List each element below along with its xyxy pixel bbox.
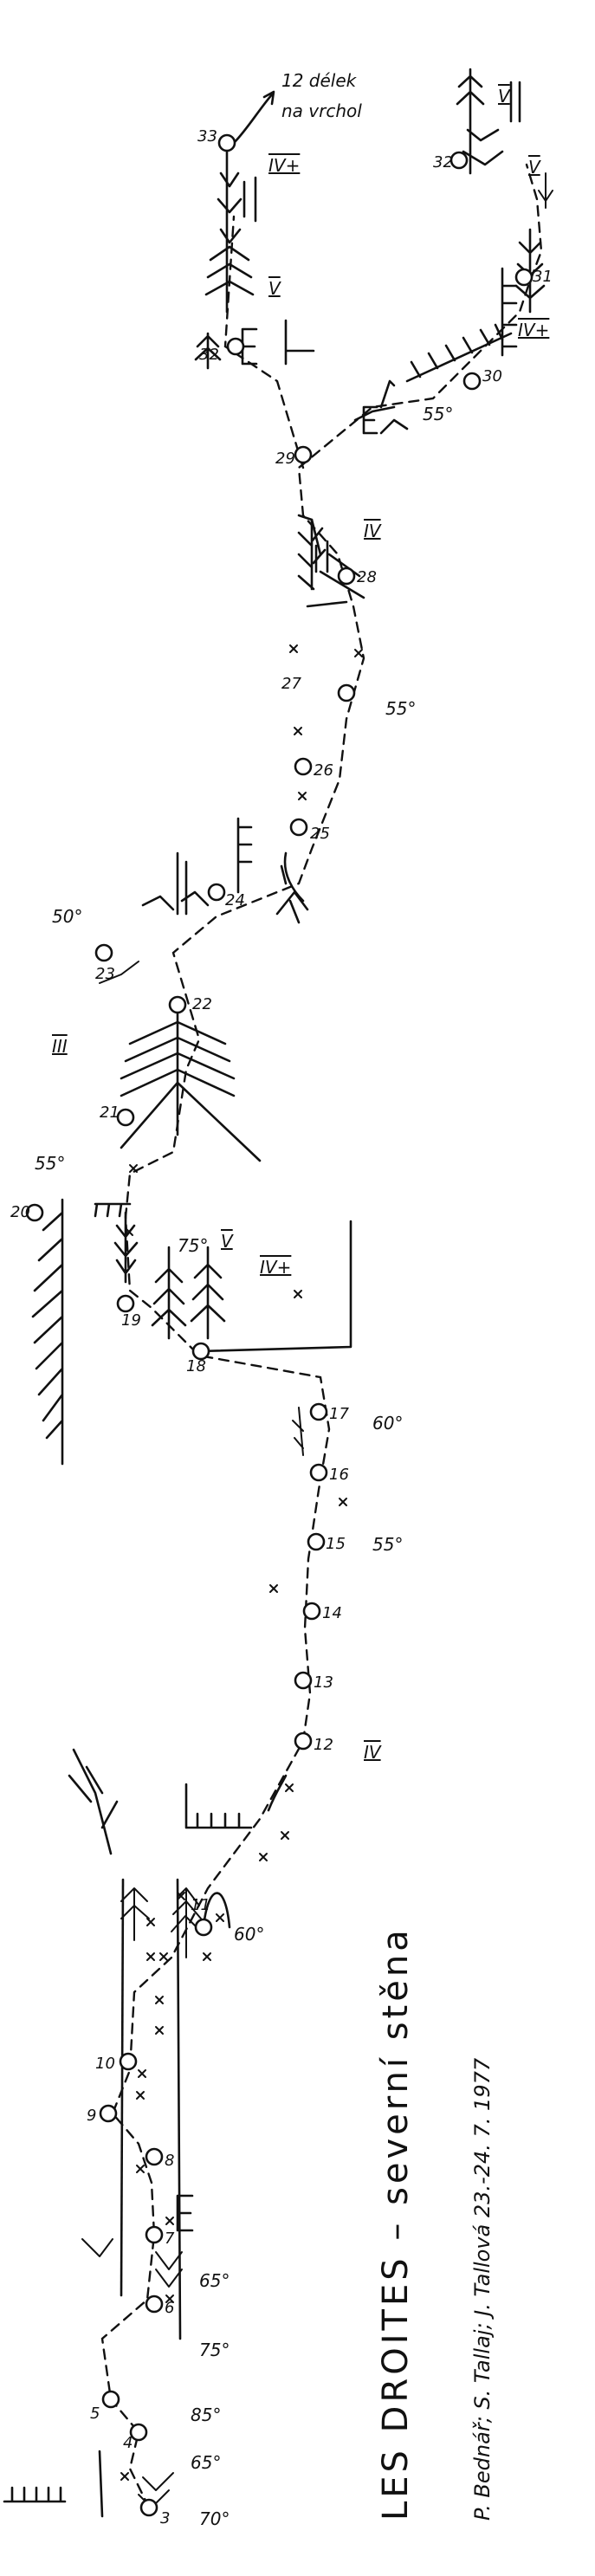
belay-label: 22 <box>192 995 212 1013</box>
belay-label: 25 <box>310 825 330 843</box>
belay-label: 12 <box>314 1736 333 1754</box>
belay-label: 23 <box>95 965 115 983</box>
summit-note-line1: 12 délek <box>281 70 358 91</box>
belay-label: 19 <box>121 1311 141 1330</box>
belay-label: 32 <box>199 346 219 364</box>
rock-features-middle <box>31 1198 352 1466</box>
angle-label: 85° <box>191 2404 221 2425</box>
rock-features-upper <box>297 323 513 608</box>
angle-label: 65° <box>191 2452 221 2473</box>
belay-label: 21 <box>100 1104 120 1122</box>
angle-label: 75° <box>178 1235 208 1256</box>
grade-label: V <box>268 278 281 299</box>
belay-numbers: 3 4 5 6 7 8 9 10 11 12 13 14 15 16 17 18… <box>10 127 553 2527</box>
angle-label: 55° <box>372 1534 403 1555</box>
grade-label: V <box>498 86 511 107</box>
angle-label: 55° <box>385 698 416 719</box>
summit-note-line2: na vrchol <box>281 100 362 121</box>
belay-label: 29 <box>275 450 295 468</box>
angle-label: 75° <box>199 2340 230 2360</box>
belay-label: 24 <box>225 891 245 909</box>
rock-features-summit <box>194 68 553 370</box>
angle-label: 55° <box>423 404 453 424</box>
rock-features-upper-middle <box>99 817 309 1162</box>
belay-label: 17 <box>329 1405 349 1423</box>
belay-label: 11 <box>191 1896 210 1914</box>
belay-label: 5 <box>90 2404 100 2423</box>
grade-label: V <box>221 1231 234 1252</box>
piton-marks <box>120 644 363 2481</box>
belay-label: 28 <box>357 568 377 586</box>
belay-label: 31 <box>533 268 553 286</box>
grade-label: IV+ <box>268 155 300 176</box>
grade-label: III <box>52 1036 68 1057</box>
belay-label: 27 <box>281 675 301 693</box>
angle-labels: 70° 65° 85° 75° 65° 60° 55° 60° 75° 55° … <box>35 404 453 2529</box>
summit-note: 12 délek na vrchol <box>281 70 362 121</box>
diagram-credits: P. Bednář; S. Tallaj; J. Tallová 23.-24.… <box>470 2057 495 2521</box>
belay-label: 26 <box>314 761 333 780</box>
belay-label: 18 <box>186 1357 206 1375</box>
belay-label: 10 <box>95 2055 115 2073</box>
angle-label: 60° <box>372 1413 403 1434</box>
belay-label: 33 <box>197 127 217 146</box>
diagram-title: LES DROITES – severní stěna <box>376 1926 416 2521</box>
angle-label: 60° <box>234 1924 264 1945</box>
rock-features-lower <box>3 1748 288 2518</box>
belay-stations <box>25 133 534 2517</box>
grade-label: IV+ <box>518 320 549 340</box>
belay-label: 4 <box>123 2434 133 2452</box>
belay-label: 15 <box>326 1535 346 1553</box>
angle-label: 70° <box>199 2508 230 2529</box>
grade-labels: IV+ V IV+ V V IV III V IV+ IV <box>52 86 549 1763</box>
belay-label: 20 <box>10 1203 30 1221</box>
belay-label: 6 <box>165 2299 174 2317</box>
belay-label: 8 <box>165 2152 174 2170</box>
grade-label: IV <box>364 1742 382 1763</box>
belay-label: 9 <box>87 2107 96 2125</box>
angle-label: 65° <box>199 2270 230 2291</box>
grade-label: V <box>528 157 541 178</box>
belay-label: 16 <box>329 1466 349 1484</box>
belay-label: 7 <box>165 2230 175 2248</box>
angle-label: 50° <box>52 906 82 927</box>
belay-label: 3 <box>160 2509 170 2527</box>
belay-label: 30 <box>482 367 502 385</box>
grade-label: IV+ <box>260 1257 291 1278</box>
title-block: LES DROITES – severní stěna P. Bednář; S… <box>376 1926 495 2521</box>
belay-label: 14 <box>322 1604 342 1622</box>
belay-label: 13 <box>314 1673 333 1692</box>
grade-label: IV <box>364 521 382 541</box>
angle-label: 55° <box>35 1153 65 1174</box>
belay-label: 32 <box>433 153 453 172</box>
